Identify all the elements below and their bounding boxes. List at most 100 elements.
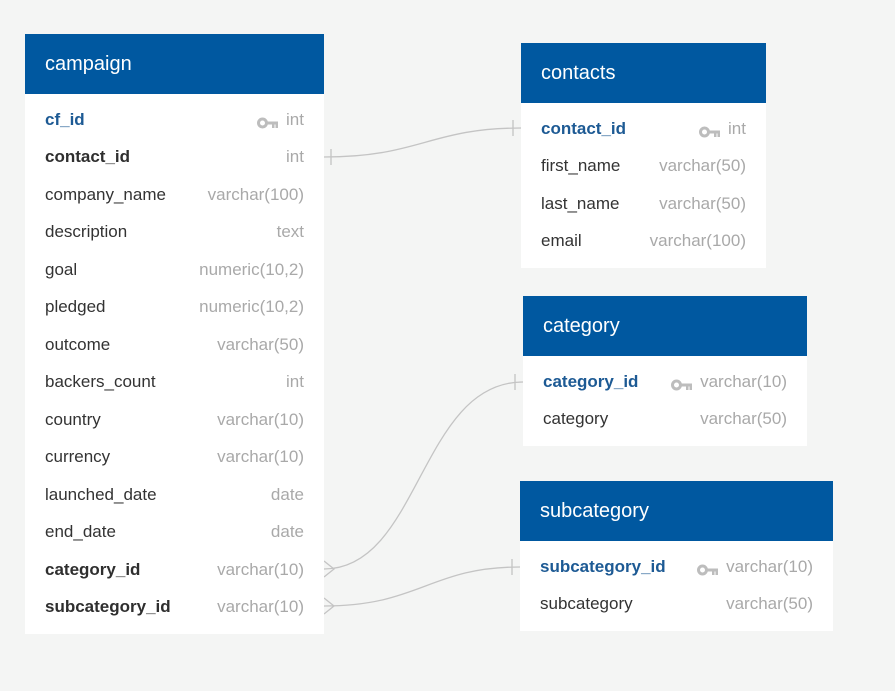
column-type-label: varchar(10) <box>217 447 304 467</box>
column-name: backers_count <box>45 372 156 392</box>
column-type-label: varchar(50) <box>659 193 746 213</box>
column-type: varchar(50) <box>659 194 746 214</box>
column-type: text <box>277 222 304 242</box>
column-type: varchar(50) <box>726 594 813 614</box>
column-row-end-date[interactable]: end_date date <box>25 514 324 552</box>
relation-category-id-many-marker <box>323 560 336 578</box>
column-type: int <box>699 119 746 139</box>
column-name: launched_date <box>45 484 157 504</box>
column-name: company_name <box>45 184 166 204</box>
column-type-label: varchar(10) <box>217 597 304 617</box>
column-type: varchar(10) <box>217 447 304 467</box>
column-type-label: varchar(10) <box>726 556 813 576</box>
column-type: int <box>286 147 304 167</box>
column-type-label: varchar(50) <box>217 334 304 354</box>
column-type-label: int <box>286 147 304 167</box>
column-row-backers-count[interactable]: backers_count int <box>25 364 324 402</box>
column-row-launched-date[interactable]: launched_date date <box>25 476 324 514</box>
column-row-cf-id[interactable]: cf_id int <box>25 101 324 139</box>
column-row-first-name[interactable]: first_name varchar(50) <box>521 148 766 186</box>
column-type: numeric(10,2) <box>199 260 304 280</box>
column-name: category_id <box>45 559 141 579</box>
column-name: category <box>543 409 609 429</box>
column-type-label: date <box>270 522 304 542</box>
column-type: varchar(50) <box>700 409 787 429</box>
column-type-label: date <box>270 484 304 504</box>
column-type-label: numeric(10,2) <box>199 259 304 279</box>
column-name: subcategory_id <box>45 597 171 617</box>
column-type: varchar(10) <box>217 597 304 617</box>
table-header-campaign[interactable]: campaign <box>25 34 324 94</box>
column-type-label: varchar(10) <box>217 409 304 429</box>
column-list: subcategory_id varchar(10) subcategory varc… <box>520 541 833 631</box>
column-name: cf_id <box>45 109 85 129</box>
column-name: end_date <box>45 522 116 542</box>
column-type: varchar(10) <box>217 410 304 430</box>
column-type: varchar(100) <box>650 231 746 251</box>
column-type-label: numeric(10,2) <box>199 297 304 317</box>
column-row-subcategory[interactable]: subcategory varchar(50) <box>520 586 833 624</box>
column-type: int <box>286 372 304 392</box>
column-name: last_name <box>541 193 620 213</box>
column-type: varchar(10) <box>697 557 813 577</box>
column-type-label: varchar(10) <box>700 371 787 391</box>
column-row-category-id[interactable]: category_id varchar(10) <box>25 551 324 589</box>
column-type-label: varchar(10) <box>217 559 304 579</box>
column-row-category[interactable]: category varchar(50) <box>523 401 807 439</box>
column-type: varchar(50) <box>659 156 746 176</box>
column-row-goal[interactable]: goal numeric(10,2) <box>25 251 324 289</box>
column-name: description <box>45 222 128 242</box>
column-row-currency[interactable]: currency varchar(10) <box>25 439 324 477</box>
column-name: contact_id <box>45 147 131 167</box>
column-type: varchar(10) <box>217 560 304 580</box>
column-type-label: int <box>286 372 304 392</box>
column-row-subcategory-id[interactable]: subcategory_id varchar(10) <box>25 589 324 627</box>
column-type-label: varchar(50) <box>726 594 813 614</box>
relation-subcategory-id-many-marker <box>323 597 336 615</box>
column-row-last-name[interactable]: last_name varchar(50) <box>521 185 766 223</box>
column-name: subcategory_id <box>540 556 666 576</box>
column-type: varchar(50) <box>217 335 304 355</box>
key-icon <box>699 123 721 138</box>
column-name: outcome <box>45 334 111 354</box>
column-row-subcategory-id[interactable]: subcategory_id varchar(10) <box>520 548 833 586</box>
column-name: first_name <box>541 156 621 176</box>
column-name: goal <box>45 259 78 279</box>
column-type-label: varchar(100) <box>207 184 304 204</box>
column-name: subcategory <box>540 594 633 614</box>
column-type-label: text <box>276 222 304 242</box>
column-type: date <box>271 485 304 505</box>
column-type-label: varchar(100) <box>649 231 746 251</box>
column-type-label: int <box>286 109 304 129</box>
column-type-label: varchar(50) <box>700 409 787 429</box>
column-name: pledged <box>45 297 106 317</box>
column-name: currency <box>45 447 111 467</box>
key-icon <box>697 561 719 576</box>
table-header-contacts[interactable]: contacts <box>521 43 766 103</box>
column-row-company-name[interactable]: company_name varchar(100) <box>25 176 324 214</box>
column-type-label: varchar(50) <box>659 156 746 176</box>
relation-contact-id[interactable] <box>323 127 522 158</box>
column-type: varchar(100) <box>208 185 304 205</box>
table-header-subcategory[interactable]: subcategory <box>520 481 833 541</box>
column-type: date <box>271 522 304 542</box>
relation-category-id[interactable] <box>323 381 524 570</box>
relation-subcategory-id[interactable] <box>323 566 521 607</box>
column-row-outcome[interactable]: outcome varchar(50) <box>25 326 324 364</box>
column-row-contact-id[interactable]: contact_id int <box>25 139 324 177</box>
column-row-description[interactable]: description text <box>25 214 324 252</box>
table-header-category[interactable]: category <box>523 296 807 356</box>
column-row-pledged[interactable]: pledged numeric(10,2) <box>25 289 324 327</box>
